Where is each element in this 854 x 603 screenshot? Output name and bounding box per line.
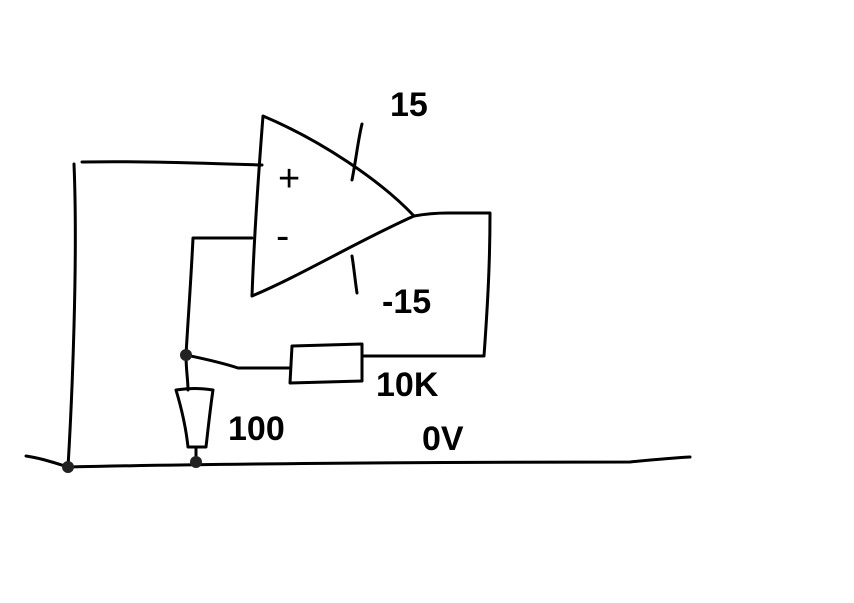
junction-dot-left-ground	[62, 461, 74, 473]
feedback-resistor-label: 10K	[376, 366, 439, 404]
output-wire	[360, 211, 492, 358]
noninverting-input-symbol: +	[278, 158, 300, 200]
negative-supply-pin	[350, 254, 359, 295]
junction-dot-resistor-ground	[190, 456, 202, 468]
positive-supply-pin	[350, 122, 364, 182]
ground-rail-label: 0V	[422, 420, 464, 458]
inverting-input-wire	[184, 236, 254, 357]
junction-dot-inverting-node	[180, 349, 192, 361]
ground-resistor-label: 100	[228, 410, 285, 448]
ground-rail	[24, 454, 692, 469]
noninverting-input-wire	[66, 160, 264, 469]
inverting-input-symbol: -	[276, 214, 289, 258]
positive-supply-label: 15	[390, 86, 428, 124]
feedback-resistor-lead	[184, 353, 292, 370]
ground-resistor	[174, 387, 215, 449]
negative-supply-label: -15	[382, 283, 431, 321]
op-amp-triangle	[250, 114, 416, 298]
feedback-resistor	[288, 342, 364, 385]
